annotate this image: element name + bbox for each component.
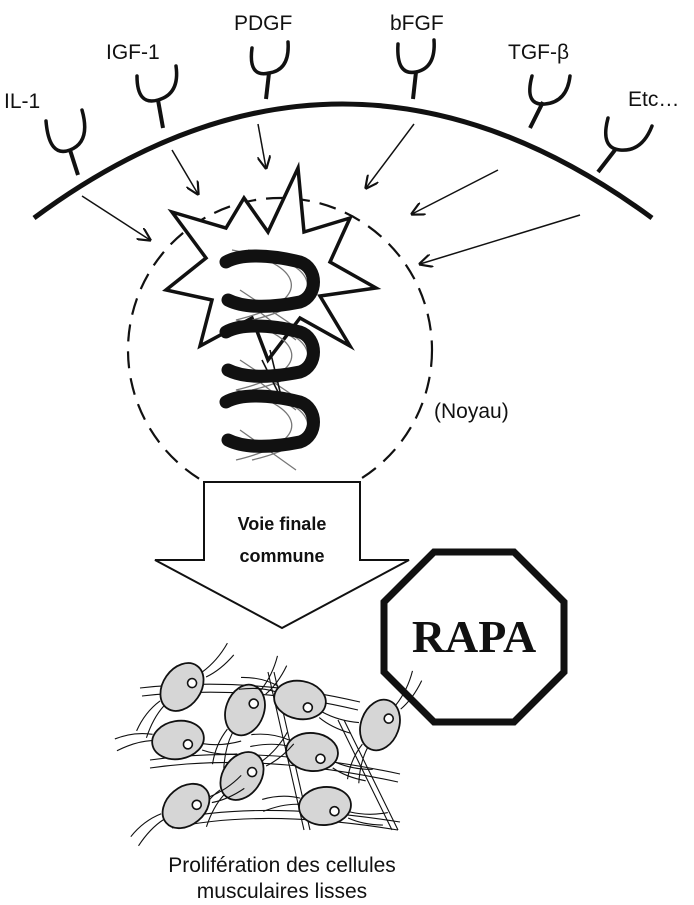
- result-label-line1: Prolifération des cellules: [168, 854, 396, 877]
- receptor-label-etc: Etc…: [628, 88, 679, 111]
- cell-membrane: [34, 104, 652, 218]
- receptor-il1: [46, 110, 85, 175]
- receptor-label-bfgf: bFGF: [390, 12, 444, 35]
- rapa-stop-sign: RAPA: [384, 552, 564, 722]
- receptor-tgfb: [530, 76, 570, 128]
- receptor-label-pdgf: PDGF: [234, 12, 292, 35]
- receptor-bfgf: [398, 40, 434, 99]
- receptor-label-tgfb: TGF-β: [508, 41, 569, 64]
- receptor-label-igf1: IGF-1: [106, 41, 160, 64]
- rapa-label: RAPA: [412, 611, 536, 662]
- nucleus-label: (Noyau): [434, 400, 509, 423]
- result-label-line2: musculaires lisses: [197, 880, 367, 903]
- receptor-pdgf: [251, 42, 288, 99]
- pathway-label-line1: Voie finale: [238, 514, 327, 534]
- muscle-cell: [248, 728, 375, 782]
- pathway-label-line2: commune: [239, 546, 324, 566]
- muscle-cell: [262, 782, 389, 836]
- receptor-label-il1: IL-1: [4, 90, 40, 113]
- receptor-igf1: [137, 66, 177, 128]
- receptor-etc: [598, 118, 652, 172]
- smooth-muscle-cells: [114, 625, 424, 864]
